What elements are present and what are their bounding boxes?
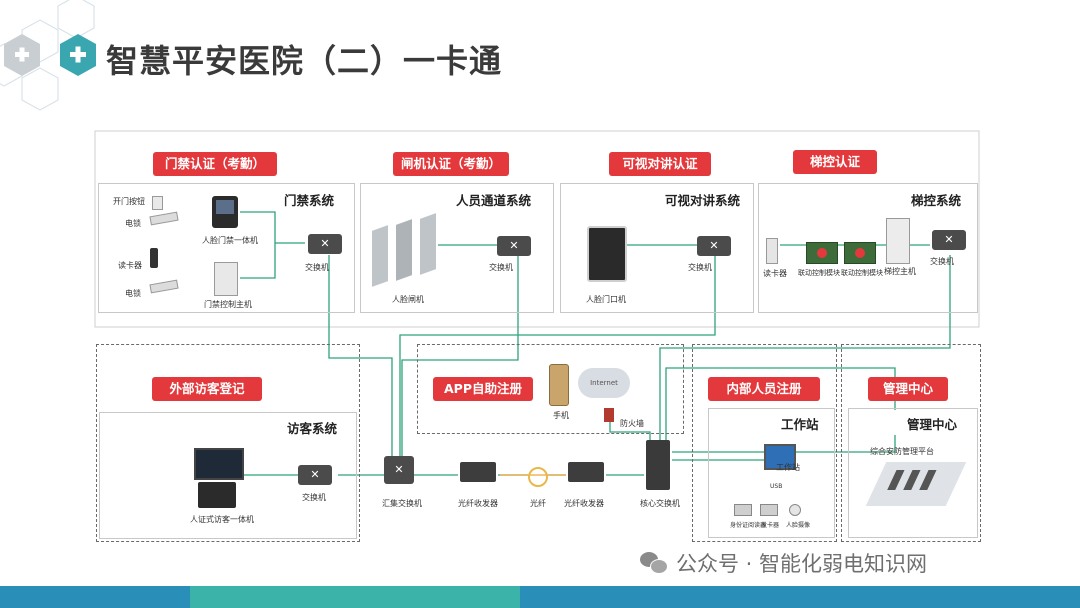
elevator-switch-icon: ✕ bbox=[932, 230, 966, 250]
card-issuer-icon bbox=[760, 504, 778, 516]
internet-cloud-icon: Internet bbox=[578, 368, 630, 398]
elevator-system-label: 梯控系统 bbox=[911, 193, 962, 208]
face-terminal-label: 人脸门禁一体机 bbox=[202, 236, 258, 245]
card-issuer-label: 发卡器 bbox=[761, 522, 780, 529]
mgmt-panel bbox=[841, 344, 981, 542]
core-switch-icon bbox=[646, 440, 670, 490]
platform-label: 综合安防管理平台 bbox=[870, 447, 934, 456]
elevator-reader-icon bbox=[766, 238, 778, 264]
card-reader-label: 读卡器 bbox=[118, 261, 142, 270]
gate-system-panel bbox=[360, 183, 554, 313]
visitor-kiosk-icon bbox=[194, 448, 244, 508]
lock-label-1: 电锁 bbox=[125, 219, 141, 228]
staff-panel bbox=[692, 344, 837, 542]
exit-button-icon bbox=[152, 196, 163, 210]
visitor-switch-icon: ✕ bbox=[298, 465, 332, 485]
link-module-icon-2 bbox=[844, 242, 876, 264]
link-module-label-2: 联动控制模块 bbox=[841, 269, 883, 277]
elevator-host-label: 梯控主机 bbox=[884, 267, 916, 276]
door-system-label: 门禁系统 bbox=[284, 193, 335, 208]
gate-switch-icon: ✕ bbox=[497, 236, 531, 256]
transceiver-label-2: 光纤收发器 bbox=[564, 499, 604, 508]
visitor-switch-label: 交换机 bbox=[302, 493, 326, 502]
id-reader-icon bbox=[734, 504, 752, 516]
intercom-auth-tag: 可视对讲认证 bbox=[609, 152, 711, 176]
workstation-computer-icon bbox=[764, 444, 796, 470]
mgmt-tag: 管理中心 bbox=[868, 377, 948, 401]
face-camera-label: 人脸摄像 bbox=[786, 522, 811, 529]
elevator-reader-label: 读卡器 bbox=[763, 269, 787, 278]
fiber-label: 光纤 bbox=[530, 499, 546, 508]
card-reader-icon bbox=[150, 248, 158, 268]
mgmt-center-panel bbox=[848, 408, 978, 538]
visitor-system-panel bbox=[99, 412, 357, 539]
firewall-icon bbox=[604, 408, 614, 422]
plus-hexagon-teal-icon bbox=[60, 34, 96, 76]
watermark: 公众号 · 智能化弱电知识网 bbox=[640, 548, 927, 578]
aggregation-switch-icon: ✕ bbox=[384, 456, 414, 484]
firewall-label: 防火墙 bbox=[620, 419, 644, 428]
fiber-transceiver-icon-1 bbox=[460, 462, 496, 482]
transceiver-label-1: 光纤收发器 bbox=[458, 499, 498, 508]
phone-label: 手机 bbox=[553, 411, 569, 420]
intercom-system-label: 可视对讲系统 bbox=[665, 193, 741, 208]
turnstile-gate-icon bbox=[372, 210, 442, 287]
elevator-system-panel bbox=[758, 183, 978, 313]
watermark-text: 公众号 · 智能化弱电知识网 bbox=[676, 552, 928, 576]
visitor-tag: 外部访客登记 bbox=[152, 377, 262, 401]
footer-band bbox=[0, 586, 1080, 608]
workstation-label: 工作站 bbox=[776, 463, 800, 472]
intercom-switch-label: 交换机 bbox=[688, 263, 712, 272]
mgmt-system-label: 管理中心 bbox=[907, 417, 958, 432]
plus-hexagon-gray-icon bbox=[4, 34, 40, 76]
staff-tag: 内部人员注册 bbox=[708, 377, 820, 401]
id-reader-label: 身份证阅读器 bbox=[730, 522, 767, 529]
core-switch-label: 核心交换机 bbox=[640, 499, 680, 508]
fiber-transceiver-icon-2 bbox=[568, 462, 604, 482]
door-switch-label: 交换机 bbox=[305, 263, 329, 272]
door-auth-tag: 门禁认证（考勤） bbox=[153, 152, 277, 176]
link-module-icon-1 bbox=[806, 242, 838, 264]
gate-system-label: 人员通道系统 bbox=[456, 193, 532, 208]
intercom-system-panel bbox=[560, 183, 754, 313]
phone-icon bbox=[549, 364, 569, 406]
app-tag: APP自助注册 bbox=[433, 377, 533, 401]
door-controller-icon bbox=[214, 262, 238, 296]
intercom-switch-icon: ✕ bbox=[697, 236, 731, 256]
elevator-auth-tag: 梯控认证 bbox=[793, 150, 877, 174]
wechat-icon bbox=[640, 552, 668, 574]
visitor-system-label: 访客系统 bbox=[287, 421, 338, 436]
page-title: 智慧平安医院（二）一卡通 bbox=[106, 42, 503, 80]
door-system-panel bbox=[98, 183, 355, 313]
door-switch-icon: ✕ bbox=[308, 234, 342, 254]
link-module-label-1: 联动控制模块 bbox=[798, 269, 840, 277]
app-panel bbox=[417, 344, 684, 434]
door-station-label: 人脸门口机 bbox=[586, 295, 626, 304]
workstation-panel bbox=[708, 408, 835, 538]
visitor-panel bbox=[96, 344, 360, 542]
lock-label-2: 电锁 bbox=[125, 289, 141, 298]
fiber-coil-icon bbox=[528, 467, 548, 487]
elevator-host-icon bbox=[886, 218, 910, 264]
aggregation-switch-label: 汇集交换机 bbox=[382, 499, 422, 508]
usb-label: USB bbox=[770, 483, 783, 490]
visitor-kiosk-label: 人证式访客一体机 bbox=[190, 515, 254, 524]
gate-auth-tag: 闸机认证（考勤） bbox=[393, 152, 509, 176]
open-button-label: 开门按钮 bbox=[113, 197, 145, 206]
elevator-switch-label: 交换机 bbox=[930, 257, 954, 266]
face-gate-label: 人脸闸机 bbox=[392, 295, 424, 304]
face-camera-icon bbox=[789, 504, 801, 516]
face-terminal-icon bbox=[212, 196, 238, 228]
door-controller-label: 门禁控制主机 bbox=[204, 300, 252, 309]
gate-switch-label: 交换机 bbox=[489, 263, 513, 272]
door-station-icon bbox=[587, 226, 627, 282]
workstation-system-label: 工作站 bbox=[781, 417, 819, 432]
